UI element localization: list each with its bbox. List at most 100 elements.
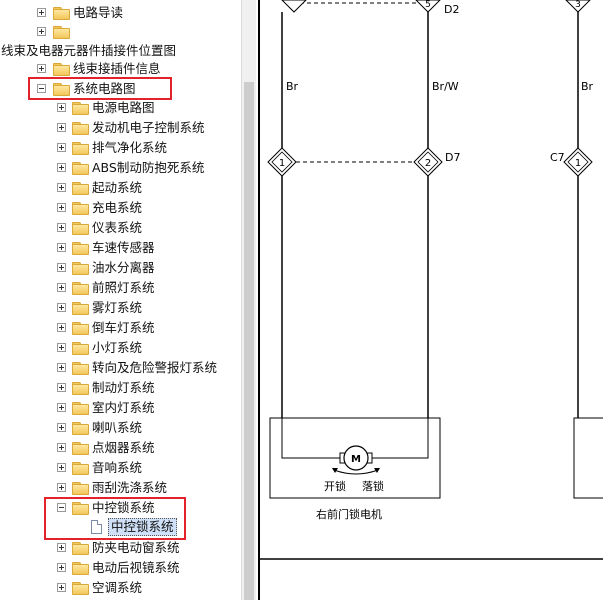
expand-icon[interactable]: [57, 103, 66, 112]
tree-item-central-lock-folder[interactable]: 中控锁系统: [0, 498, 241, 518]
expand-icon[interactable]: [57, 163, 66, 172]
tree-item-central-lock-doc[interactable]: 中控锁系统: [0, 517, 241, 537]
tree-item-audio[interactable]: 音响系统: [0, 458, 241, 478]
folder-icon: [72, 262, 89, 275]
tree-item-harness-location[interactable]: 线束及电器元器件插接件位置图: [0, 41, 241, 61]
expand-icon[interactable]: [57, 583, 66, 592]
tree-item-label: 制动灯系统: [92, 380, 155, 395]
tree-item-wiper-washer[interactable]: 雨刮洗涤系统: [0, 478, 241, 498]
tree-item-harness-connectors[interactable]: 线束接插件信息: [0, 59, 241, 79]
tree-item-label: 排气净化系统: [92, 140, 168, 155]
tree-item-circuit-guide[interactable]: 电路导读: [0, 3, 241, 23]
tree-item-fog-lamp[interactable]: 雾灯系统: [0, 298, 241, 318]
far-top-pin-marker: [565, 0, 591, 13]
tree-item-reverse-lamp[interactable]: 倒车灯系统: [0, 318, 241, 338]
tree-item-label: ABS制动防抱死系统: [92, 160, 205, 175]
expand-icon[interactable]: [57, 143, 66, 152]
circuit-diagram: 5 D2 3 Br Br/W Br 1 2 D7 C7 1 M: [258, 0, 603, 600]
top-left-pin-marker: [281, 0, 307, 13]
top-right-connector-id: D2: [444, 3, 459, 16]
tree-item-engine-control[interactable]: 发动机电子控制系统: [0, 118, 241, 138]
tree-item-system-circuits[interactable]: 系统电路图: [0, 79, 241, 99]
folder-icon: [72, 202, 89, 215]
tree-item-speed-sensor[interactable]: 车速传感器: [0, 238, 241, 258]
expand-icon[interactable]: [57, 463, 66, 472]
expand-icon[interactable]: [57, 183, 66, 192]
expand-icon[interactable]: [37, 27, 46, 36]
tree-item-small-lamp[interactable]: 小灯系统: [0, 338, 241, 358]
tree-item-abs[interactable]: ABS制动防抱死系统: [0, 158, 241, 178]
expand-icon[interactable]: [57, 283, 66, 292]
expand-icon[interactable]: [57, 303, 66, 312]
expand-icon[interactable]: [57, 483, 66, 492]
tree-item-unnamed[interactable]: [0, 22, 241, 42]
tree-item-power-circuit[interactable]: 电源电路图: [0, 98, 241, 118]
tree-item-label: 电路导读: [73, 5, 124, 20]
tree-item-power-window[interactable]: 防夹电动窗系统: [0, 538, 241, 558]
folder-icon: [72, 342, 89, 355]
expand-icon[interactable]: [57, 423, 66, 432]
wire-far-color: Br: [581, 80, 594, 93]
tree-item-label: 油水分离器: [92, 260, 155, 275]
lock-label: 落锁: [362, 479, 384, 493]
expand-icon[interactable]: [57, 383, 66, 392]
tree-item-label: 转向及危险警报灯系统: [92, 360, 218, 375]
expand-icon[interactable]: [37, 8, 46, 17]
far-top-pin-number: 3: [575, 0, 581, 10]
expand-icon[interactable]: [57, 543, 66, 552]
folder-icon: [72, 322, 89, 335]
tree-item-label: 点烟器系统: [92, 440, 155, 455]
folder-icon: [53, 63, 70, 76]
folder-icon: [72, 362, 89, 375]
folder-icon: [72, 162, 89, 175]
component-name: 右前门锁电机: [316, 507, 382, 521]
tree-scrollbar[interactable]: [241, 0, 256, 600]
expand-icon[interactable]: [57, 243, 66, 252]
tree-item-label: 充电系统: [92, 200, 143, 215]
expand-icon[interactable]: [57, 263, 66, 272]
tree-item-instrument[interactable]: 仪表系统: [0, 218, 241, 238]
tree-item-turn-hazard[interactable]: 转向及危险警报灯系统: [0, 358, 241, 378]
expand-icon[interactable]: [57, 123, 66, 132]
expand-icon[interactable]: [37, 64, 46, 73]
tree-item-label: 线束及电器元器件插接件位置图: [1, 43, 177, 58]
tree-item-starting[interactable]: 起动系统: [0, 178, 241, 198]
tree-item-brake-lamp[interactable]: 制动灯系统: [0, 378, 241, 398]
tree-item-label: 雨刮洗涤系统: [92, 480, 168, 495]
folder-icon: [72, 422, 89, 435]
expand-icon[interactable]: [57, 363, 66, 372]
unlock-label: 开锁: [324, 479, 346, 493]
expand-icon[interactable]: [57, 203, 66, 212]
scrollbar-thumb[interactable]: [244, 82, 254, 600]
tree-item-label: 车速传感器: [92, 240, 155, 255]
expand-icon[interactable]: [57, 223, 66, 232]
collapse-icon[interactable]: [57, 503, 66, 512]
tree-item-cigar-lighter[interactable]: 点烟器系统: [0, 438, 241, 458]
expand-icon[interactable]: [57, 323, 66, 332]
collapse-icon[interactable]: [37, 84, 46, 93]
tree-item-horn[interactable]: 喇叭系统: [0, 418, 241, 438]
folder-icon: [72, 542, 89, 555]
tree-item-emission[interactable]: 排气净化系统: [0, 138, 241, 158]
folder-icon: [72, 482, 89, 495]
tree-item-headlamp[interactable]: 前照灯系统: [0, 278, 241, 298]
tree-item-power-mirror[interactable]: 电动后视镜系统: [0, 558, 241, 578]
tree-item-label: 线束接插件信息: [73, 61, 161, 76]
navigation-tree: 电路导读线束及电器元器件插接件位置图线束接插件信息系统电路图电源电路图发动机电子…: [0, 0, 241, 600]
tree-item-label: 雾灯系统: [92, 300, 143, 315]
folder-icon: [72, 182, 89, 195]
tree-item-charging[interactable]: 充电系统: [0, 198, 241, 218]
tree-item-air-conditioning[interactable]: 空调系统: [0, 578, 241, 598]
expand-icon[interactable]: [57, 343, 66, 352]
motor-symbol: [343, 445, 369, 471]
tree-item-water-separator[interactable]: 油水分离器: [0, 258, 241, 278]
expand-icon[interactable]: [57, 563, 66, 572]
folder-icon: [72, 222, 89, 235]
folder-icon: [72, 442, 89, 455]
tree-item-label: 前照灯系统: [92, 280, 155, 295]
expand-icon[interactable]: [57, 443, 66, 452]
tree-item-interior-lamp[interactable]: 室内灯系统: [0, 398, 241, 418]
folder-icon: [72, 282, 89, 295]
expand-icon[interactable]: [57, 403, 66, 412]
folder-icon: [72, 382, 89, 395]
